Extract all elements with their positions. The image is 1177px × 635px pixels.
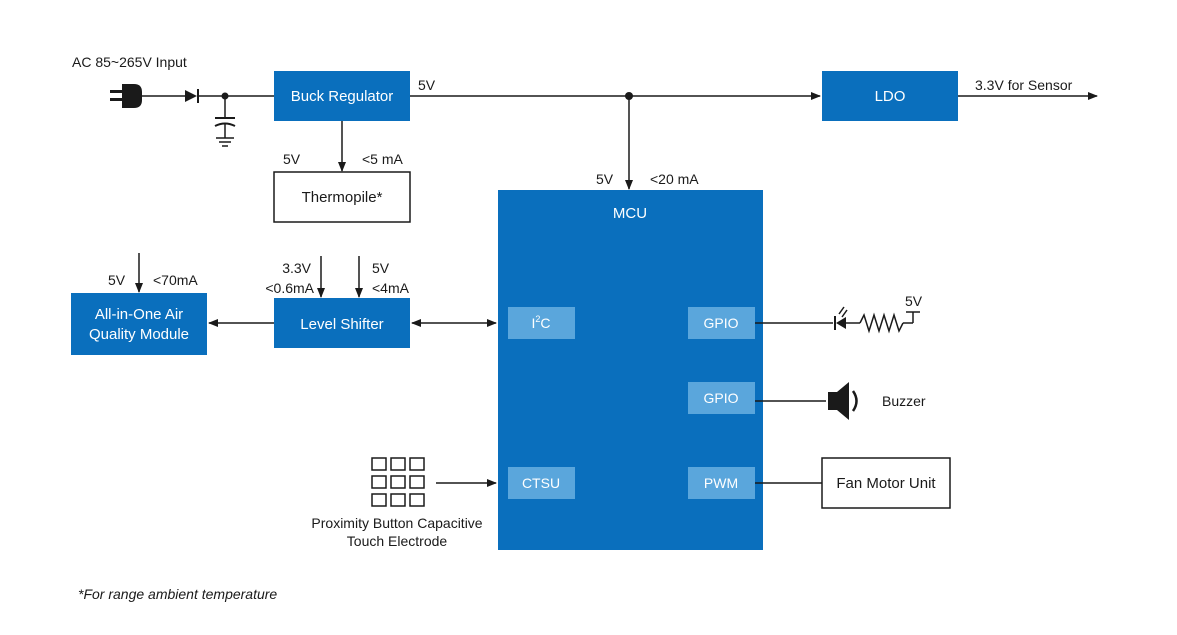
buzzer-label: Buzzer [882, 393, 926, 409]
speaker-icon [828, 382, 858, 420]
buck-regulator-block [274, 71, 410, 121]
thermopile-current: <5 mA [362, 151, 404, 167]
pwm-port-label: PWM [704, 475, 738, 491]
touch-label-line1: Proximity Button Capacitive [311, 515, 482, 531]
air-module-voltage: 5V [108, 272, 126, 288]
mcu-current: <20 mA [650, 171, 699, 187]
touch-label-line2: Touch Electrode [347, 533, 448, 549]
gpio-led-port [688, 307, 755, 339]
buck-output-label: 5V [418, 77, 436, 93]
air-module-current: <70mA [153, 272, 198, 288]
thermopile-voltage: 5V [283, 151, 301, 167]
fan-motor-label: Fan Motor Unit [836, 475, 936, 492]
diode-icon [185, 89, 199, 103]
gpio-buzzer-port-label: GPIO [703, 390, 738, 406]
gpio-led-port-label: GPIO [703, 315, 738, 331]
led-voltage: 5V [905, 293, 923, 309]
air-module-line2: Quality Module [89, 326, 189, 343]
mcu-voltage: 5V [596, 171, 614, 187]
gpio-buzzer-port [688, 382, 755, 414]
ldo-output-label: 3.3V for Sensor [975, 77, 1073, 93]
buck-regulator-label: Buck Regulator [291, 88, 394, 105]
ctsu-port [508, 467, 575, 499]
thermopile-label: Thermopile* [302, 189, 383, 206]
mcu-label: MCU [613, 205, 647, 222]
air-module-line1: All-in-One Air [95, 306, 183, 323]
ctsu-port-label: CTSU [522, 475, 560, 491]
ac-plug-icon [110, 84, 142, 108]
ldo-block [822, 71, 958, 121]
air-quality-module-block [71, 293, 207, 355]
level-shifter-block [274, 298, 410, 348]
ldo-label: LDO [875, 88, 906, 105]
level-shifter-label: Level Shifter [300, 316, 383, 333]
pwm-port [688, 467, 755, 499]
thermopile-block [273, 171, 411, 223]
i2c-port [508, 307, 575, 339]
fan-motor-block [821, 457, 951, 509]
level-shifter-v1: 3.3V [282, 260, 311, 276]
level-shifter-i1: <0.6mA [265, 280, 314, 296]
footnote: *For range ambient temperature [78, 586, 277, 602]
level-shifter-i2: <4mA [372, 280, 410, 296]
led-resistor-icon [834, 306, 920, 334]
touch-grid-icon [371, 457, 425, 507]
i2c-port-label: I2C [531, 314, 550, 331]
level-shifter-v2: 5V [372, 260, 390, 276]
ac-input-label: AC 85~265V Input [72, 54, 187, 70]
capacitor-ground-icon [214, 96, 236, 147]
